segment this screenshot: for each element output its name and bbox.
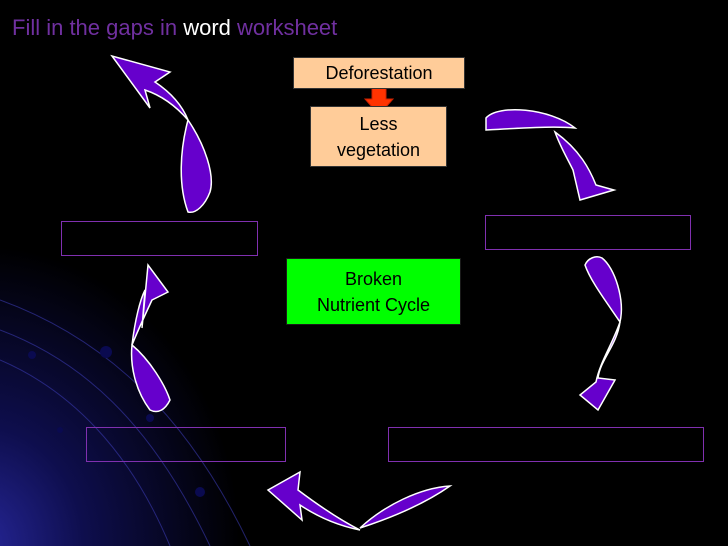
cycle-arrow-top-right-head [553, 129, 617, 201]
gap-box-right[interactable] [485, 215, 691, 250]
cycle-arrow-bottom-head [266, 470, 361, 531]
title-text-word: word [183, 15, 231, 40]
less-vegetation-label-line1: Less [359, 113, 398, 134]
less-vegetation-box: Less vegetation [310, 106, 447, 167]
center-box: Broken Nutrient Cycle [286, 258, 461, 325]
slide-title: Fill in the gaps in word worksheet [12, 14, 337, 42]
cycle-arrow-top-right [485, 109, 578, 131]
center-label-line2: Nutrient Cycle [316, 294, 431, 315]
deforestation-box: Deforestation [293, 57, 465, 89]
cycle-arrow-bottom [359, 485, 453, 529]
cycle-arrow-right [584, 256, 622, 324]
center-label-line1: Broken [344, 268, 403, 289]
cycle-arrow-left-head [131, 262, 170, 346]
title-text-part3: worksheet [230, 15, 338, 40]
cycle-arrow-right-head [578, 321, 621, 412]
gap-box-bottom-left[interactable] [86, 427, 286, 462]
cycle-arrow-top-left-head [110, 54, 189, 121]
cycle-arrow-left [130, 343, 171, 413]
cycle-arrow-top-left [180, 118, 212, 213]
less-vegetation-label-line2: vegetation [336, 139, 421, 160]
gap-box-left[interactable] [61, 221, 258, 256]
deforestation-label: Deforestation [325, 63, 433, 83]
title-text-part1: Fill in the gaps in [12, 15, 184, 40]
gap-box-bottom-right[interactable] [388, 427, 704, 462]
